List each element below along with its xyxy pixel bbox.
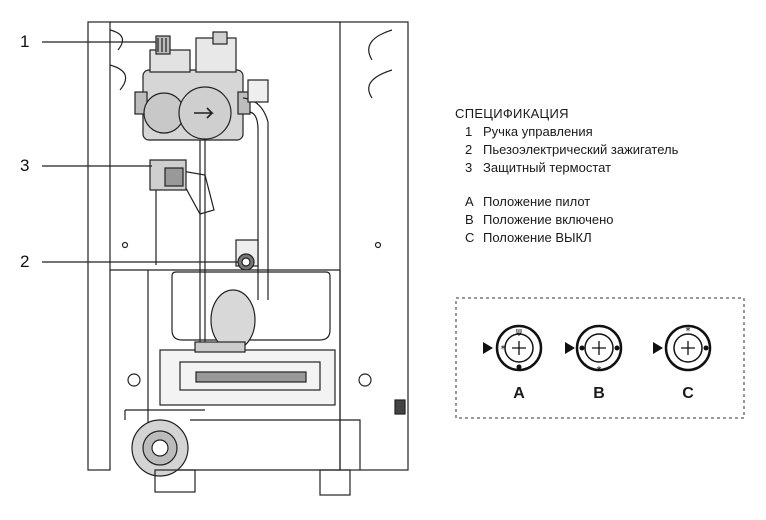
spec-item-text: Пьезоэлектрический зажигатель xyxy=(483,142,679,157)
svg-text:*: * xyxy=(501,344,506,355)
knob-b: * xyxy=(565,324,623,376)
spec-item-text: Защитный термостат xyxy=(483,160,612,175)
spec-item: 1 Ручка управления xyxy=(455,123,678,141)
spec-position-text: Положение ВЫКЛ xyxy=(483,230,592,245)
knob-label-a: A xyxy=(513,385,525,402)
spec-item: 2 Пьезоэлектрический зажигатель xyxy=(455,141,678,159)
callout-3: 3 xyxy=(20,156,30,175)
spec-position: B Положение включено xyxy=(455,211,678,229)
right-side-panel xyxy=(339,21,409,471)
knob-panel: ψ * * * xyxy=(455,297,745,419)
spec-position: C Положение ВЫКЛ xyxy=(455,229,678,247)
spec-position-key: C xyxy=(465,230,475,245)
spec-position-text: Положение включено xyxy=(483,212,614,227)
svg-text:*: * xyxy=(686,326,691,337)
specification-legend: СПЕЦИФИКАЦИЯ 1 Ручка управления 2 Пьезоэ… xyxy=(455,105,678,247)
knob-label-c: C xyxy=(682,385,694,402)
spec-item-text: Ручка управления xyxy=(483,124,593,139)
callout-1: 1 xyxy=(20,32,30,51)
spec-item-key: 3 xyxy=(465,160,473,175)
knob-label-b: B xyxy=(593,385,605,402)
svg-text:ψ: ψ xyxy=(516,327,522,337)
left-side-panel xyxy=(87,21,111,471)
spec-position-key: B xyxy=(465,212,474,227)
safety-thermostat xyxy=(149,159,187,191)
knob-a: ψ * xyxy=(483,324,543,372)
burner-housing xyxy=(127,270,372,471)
gas-inlet xyxy=(124,399,406,496)
svg-text:*: * xyxy=(597,365,602,376)
spec-position-key: A xyxy=(465,194,474,209)
spec-item: 3 Защитный термостат xyxy=(455,159,678,177)
gas-valve xyxy=(134,31,251,141)
piezo-igniter xyxy=(235,239,259,271)
spec-position-text: Положение пилот xyxy=(483,194,591,209)
spec-position: A Положение пилот xyxy=(455,193,678,211)
spec-item-key: 2 xyxy=(465,142,473,157)
callout-2: 2 xyxy=(20,252,30,271)
spec-item-key: 1 xyxy=(465,124,473,139)
specification-title: СПЕЦИФИКАЦИЯ xyxy=(455,106,569,121)
knob-c: * xyxy=(653,324,712,372)
